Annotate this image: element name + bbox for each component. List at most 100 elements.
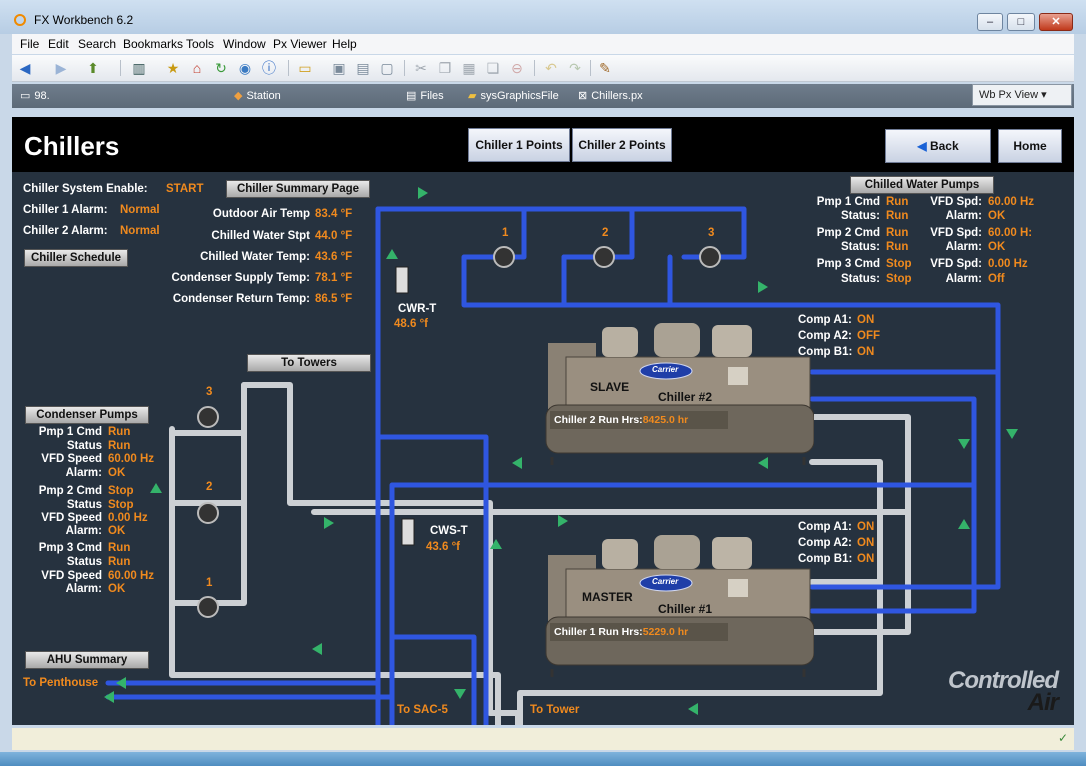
to-tower-link[interactable]: To Tower — [530, 704, 579, 716]
edit-icon[interactable]: ✎ — [596, 59, 614, 77]
save-all-icon[interactable]: ▤ — [354, 59, 372, 77]
folder-crumb[interactable]: ▰sysGraphicsFile — [468, 89, 559, 102]
chw-pump-2-status: Run — [886, 241, 908, 253]
px-file-icon: ⊠ — [578, 89, 587, 102]
duplicate-icon[interactable]: ❏ — [484, 59, 502, 77]
chiller-1-points-button[interactable]: Chiller 1 Points — [468, 128, 570, 162]
chiller-2-comp-a1-label: Comp A1: — [798, 314, 852, 326]
cond-pump-2-cmd-label: Pmp 2 Cmd — [22, 485, 102, 497]
chw-pump-2-alarm: OK — [988, 241, 1005, 253]
back-button[interactable]: ◀ Back — [885, 129, 991, 163]
cond-pump-2-vfd: 0.00 Hz — [108, 512, 148, 524]
status-bar: ✓ — [12, 728, 1074, 750]
system-enable-label: Chiller System Enable: — [23, 183, 148, 195]
to-penthouse-link[interactable]: To Penthouse — [23, 677, 98, 689]
cond-pump-2-vfd-label: VFD Speed — [22, 512, 102, 524]
chiller-2-comp-a2-label: Comp A2: — [798, 330, 852, 342]
cond-pump-2-status-label: Status — [22, 499, 102, 511]
ahu-summary-button[interactable]: AHU Summary — [25, 651, 149, 669]
chiller-2-run-hours: Chiller 2 Run Hrs:8425.0 hr — [550, 411, 728, 429]
cond-pump-1-status-label: Status — [22, 440, 102, 452]
export-icon[interactable]: ▢ — [378, 59, 396, 77]
to-sac5-link[interactable]: To SAC-5 — [397, 704, 448, 716]
forward-arrow-icon[interactable]: ▶ — [52, 59, 70, 77]
menu-tools[interactable]: Tools — [186, 37, 214, 51]
files-crumb[interactable]: ▤Files — [406, 89, 444, 102]
copy-icon[interactable]: ❐ — [436, 59, 454, 77]
cond-pump-3-alarm-label: Alarm: — [22, 583, 102, 595]
cond-pump-3-vfd-label: VFD Speed — [22, 570, 102, 582]
chw-pump-1-status-label: Status: — [802, 210, 880, 222]
bookmark-icon[interactable]: ★ — [164, 59, 182, 77]
undo-icon[interactable]: ↶ — [542, 59, 560, 77]
home-button[interactable]: Home — [998, 129, 1062, 163]
chw-pump-1-cmd[interactable]: Run — [886, 196, 908, 208]
computer-icon: ▭ — [20, 89, 30, 102]
files-icon: ▤ — [406, 89, 416, 102]
cond-pump-1-alarm: OK — [108, 467, 125, 479]
chw-pump-3-status: Stop — [886, 273, 912, 285]
menu-edit[interactable]: Edit — [48, 37, 69, 51]
menu-help[interactable]: Help — [332, 37, 357, 51]
minimize-button[interactable]: – — [977, 13, 1003, 31]
paste-icon[interactable]: ▦ — [460, 59, 478, 77]
open-folder-icon[interactable]: ▭ — [296, 59, 314, 77]
chw-pump-2-cmd[interactable]: Run — [886, 227, 908, 239]
menu-bookmarks[interactable]: Bookmarks — [123, 37, 183, 51]
chiller-1-name: Chiller #1 — [658, 602, 712, 616]
os-taskbar — [0, 752, 1086, 766]
cond-pump-3-cmd[interactable]: Run — [108, 542, 130, 554]
cond-pump-1-cmd[interactable]: Run — [108, 426, 130, 438]
save-icon[interactable]: ▣ — [330, 59, 348, 77]
up-folder-icon[interactable]: ⬆ — [84, 59, 102, 77]
close-button[interactable]: ✕ — [1039, 13, 1073, 31]
chw-pump-3-cmd[interactable]: Stop — [886, 258, 912, 270]
chiller-2-unit[interactable]: SLAVE Carrier Chiller #2 Chiller 2 Run H… — [542, 317, 814, 467]
menu-search[interactable]: Search — [78, 37, 116, 51]
maximize-button[interactable]: □ — [1007, 13, 1035, 31]
cond-pump-2-status: Stop — [108, 499, 134, 511]
oat-value: 83.4 °F — [315, 208, 352, 220]
chw-pump-1-vfd: 60.00 Hz — [988, 196, 1034, 208]
view-icon[interactable]: ◉ — [236, 59, 254, 77]
condenser-pumps-button[interactable]: Condenser Pumps — [25, 406, 149, 424]
cond-pump-number: 2 — [206, 481, 212, 493]
delete-icon[interactable]: ⊖ — [508, 59, 526, 77]
chiller-schedule-button[interactable]: Chiller Schedule — [24, 249, 128, 267]
chilled-water-pumps-button[interactable]: Chilled Water Pumps — [850, 176, 994, 194]
chiller-2-name: Chiller #2 — [658, 390, 712, 404]
chw-pump-3-vfd: 0.00 Hz — [988, 258, 1028, 270]
menu-file[interactable]: File — [20, 37, 39, 51]
chw-stpt-value[interactable]: 44.0 °F — [315, 230, 352, 242]
folder-icon: ▰ — [468, 89, 476, 102]
chiller-2-points-button[interactable]: Chiller 2 Points — [572, 128, 672, 162]
back-arrow-icon[interactable]: ◀ — [16, 59, 34, 77]
station-icon: ◆ — [234, 89, 242, 102]
menu-px-viewer[interactable]: Px Viewer — [273, 37, 327, 51]
cond-pump-number: 1 — [206, 577, 212, 589]
page-header: Chillers Chiller 1 Points Chiller 2 Poin… — [12, 117, 1074, 172]
chiller-1-role: MASTER — [582, 590, 633, 604]
file-crumb[interactable]: ⊠Chillers.px — [578, 89, 643, 102]
chiller-1-unit[interactable]: MASTER Carrier Chiller #1 Chiller 1 Run … — [542, 529, 814, 679]
side-bar-icon[interactable]: ▥ — [130, 59, 148, 77]
chiller-1-comp-a1-label: Comp A1: — [798, 521, 852, 533]
refresh-icon[interactable]: ↻ — [212, 59, 230, 77]
chw-pump-1-alarm-label: Alarm: — [922, 210, 982, 222]
host-crumb[interactable]: ▭98. — [20, 89, 50, 102]
chiller-1-brand: Carrier — [652, 577, 678, 586]
menu-window[interactable]: Window — [223, 37, 266, 51]
system-enable-value[interactable]: START — [166, 183, 203, 195]
station-crumb[interactable]: ◆Station — [234, 89, 281, 102]
chiller-summary-button[interactable]: Chiller Summary Page — [226, 180, 370, 198]
view-selector[interactable]: Wb Px View ▾ — [972, 84, 1072, 106]
to-towers-button[interactable]: To Towers — [247, 354, 371, 372]
redo-icon[interactable]: ↷ — [566, 59, 584, 77]
cond-pump-2-cmd[interactable]: Stop — [108, 485, 134, 497]
cws-label: CWS-T — [430, 525, 468, 537]
info-icon[interactable]: ⓘ — [260, 59, 278, 77]
cut-icon[interactable]: ✂ — [412, 59, 430, 77]
cond-return-value: 86.5 °F — [315, 293, 352, 305]
home-icon[interactable]: ⌂ — [188, 59, 206, 77]
